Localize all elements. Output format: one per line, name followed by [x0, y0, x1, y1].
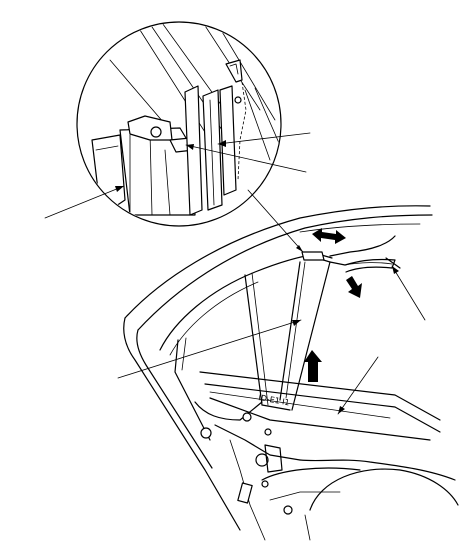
leader-lines [44, 132, 426, 415]
arrowhead [338, 406, 345, 414]
clip-hole [150, 126, 162, 138]
bolt-hole [264, 428, 272, 436]
arrow-up-icon [304, 350, 322, 382]
arrow-down-icon [346, 276, 362, 298]
bolt-hole [200, 427, 212, 439]
seal-piece [91, 134, 126, 211]
arrowhead [296, 245, 303, 252]
double-arrow-icon [312, 228, 346, 244]
sash-clip [301, 251, 325, 261]
arrowhead [392, 266, 399, 274]
bolt-hole [283, 505, 293, 515]
arrowhead [115, 186, 124, 192]
bolt-hole [242, 412, 252, 422]
glass-run [202, 89, 223, 211]
bolt-hole [255, 453, 269, 467]
detail-magnifier [76, 21, 282, 227]
glass-sash [279, 235, 401, 411]
arrowhead [218, 140, 226, 147]
regulator-bracket [237, 482, 253, 504]
glass-run [184, 85, 203, 216]
door-body [123, 205, 459, 541]
top-clip [225, 59, 243, 83]
arrowhead [292, 320, 301, 326]
motion-arrows [304, 228, 362, 382]
bolt-hole [261, 480, 269, 488]
arrowhead [186, 144, 194, 150]
